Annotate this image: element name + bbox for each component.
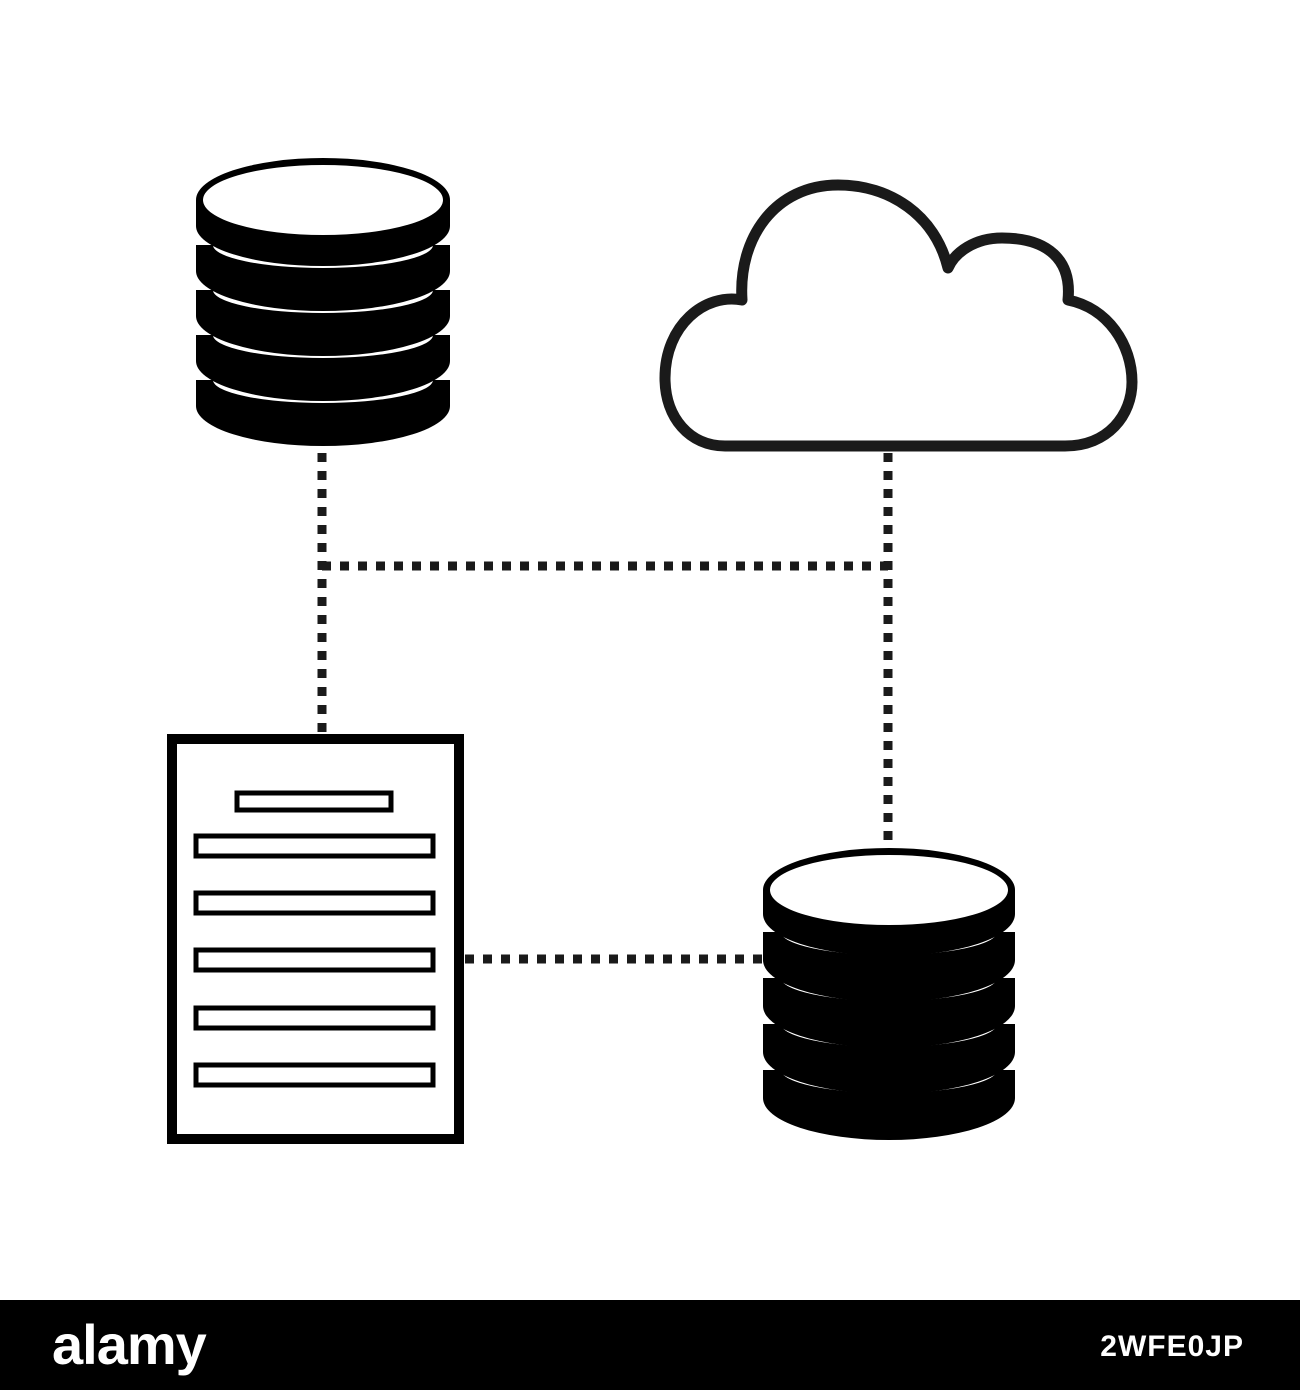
stock-image-id: 2WFE0JP — [1100, 1330, 1244, 1363]
document-line — [193, 890, 436, 916]
document-line — [193, 947, 436, 973]
document-title-line — [234, 790, 394, 813]
cloud-icon — [659, 179, 1138, 452]
document-line — [193, 833, 436, 859]
watermark-footer: alamy 2WFE0JP — [0, 1300, 1300, 1390]
document-line — [193, 1005, 436, 1031]
document-line — [193, 1062, 436, 1088]
network-diagram — [167, 158, 1138, 1144]
database-icon — [196, 158, 450, 446]
brand-logo: alamy — [52, 1313, 207, 1376]
document-icon — [167, 734, 464, 1144]
database-icon — [763, 848, 1015, 1140]
